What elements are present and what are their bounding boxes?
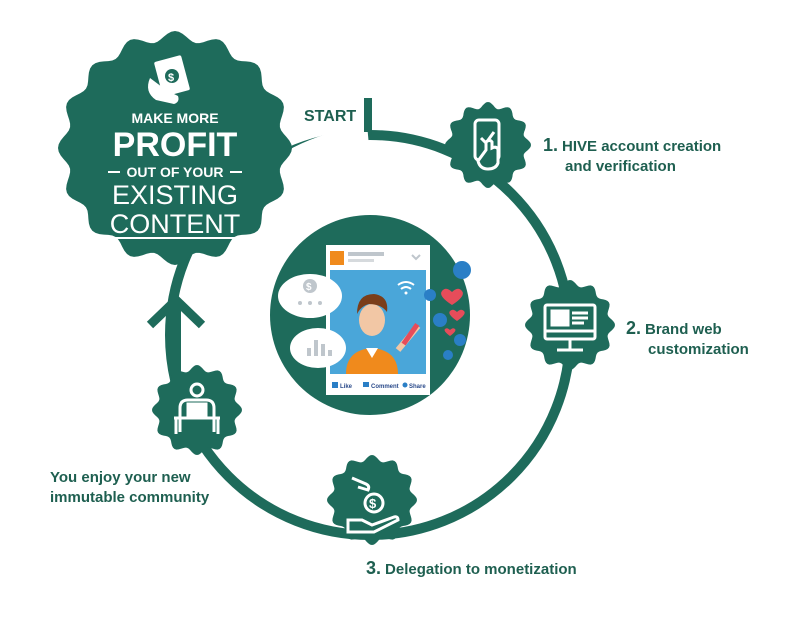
svg-text:$: $ [306, 282, 312, 293]
person-laptop-icon [174, 382, 220, 434]
badge-line2: PROFIT [113, 126, 238, 164]
final-node [152, 365, 242, 455]
final-label: You enjoy your new immutable community [50, 468, 209, 508]
final-line1: You enjoy your new [50, 469, 191, 486]
badge-line5: CONTENT [110, 209, 241, 239]
badge-line3: OUT OF YOUR [127, 164, 224, 180]
step-1-number: 1. [543, 135, 559, 155]
badge-line1: MAKE MORE [131, 110, 218, 126]
step-2-line1: Brand web [645, 321, 722, 338]
share-label: Share [409, 384, 426, 390]
up-arrow-stem [171, 300, 181, 385]
step-3-label: 3.Delegation to monetization [366, 558, 577, 580]
badge-line4: EXISTING [112, 180, 238, 210]
like-reaction-icon [424, 289, 436, 301]
svg-text:$: $ [369, 496, 377, 511]
social-media-illustration: $ Like Comment Share [270, 215, 471, 415]
step-2-line2: customization [648, 341, 749, 358]
dollar-bubble: $ [278, 274, 342, 318]
step-1-label: 1.HIVE account creation and verification [543, 135, 721, 177]
comment-label: Comment [371, 384, 399, 390]
person-body [346, 348, 398, 374]
person-face [359, 304, 385, 336]
step-1-line1: HIVE account creation [562, 138, 722, 155]
heart-reaction-icon [449, 309, 465, 321]
like-reaction-icon [433, 313, 447, 327]
final-line2: immutable community [50, 489, 210, 506]
step-1-node [445, 102, 531, 188]
step-3-node: $ [327, 455, 417, 545]
money-hand-icon: $ [148, 55, 190, 104]
step-3-number: 3. [366, 558, 382, 578]
chart-bubble [290, 328, 346, 368]
phone-touch-icon [473, 118, 501, 171]
start-marker [364, 98, 372, 132]
step-2-node [525, 280, 615, 370]
step-1-line2: and verification [565, 158, 676, 175]
monitor-web-icon [543, 303, 597, 352]
like-label: Like [340, 384, 353, 390]
heart-reaction-icon [444, 328, 456, 336]
like-reaction-icon [443, 350, 453, 360]
heart-reaction-icon [441, 288, 463, 305]
step-2-label: 2.Brand web customization [626, 318, 749, 360]
person-hair [357, 294, 388, 314]
svg-text:$: $ [168, 72, 174, 84]
step-2-number: 2. [626, 318, 642, 338]
like-reaction-icon [453, 261, 471, 279]
hand-money-icon: $ [346, 476, 400, 534]
like-reaction-icon [454, 334, 466, 346]
step-3-line1: Delegation to monetization [385, 561, 577, 578]
profit-badge: $ MAKE MORE PROFIT OUT OF YOUR EXISTING … [58, 31, 292, 265]
start-label: START [304, 108, 356, 125]
